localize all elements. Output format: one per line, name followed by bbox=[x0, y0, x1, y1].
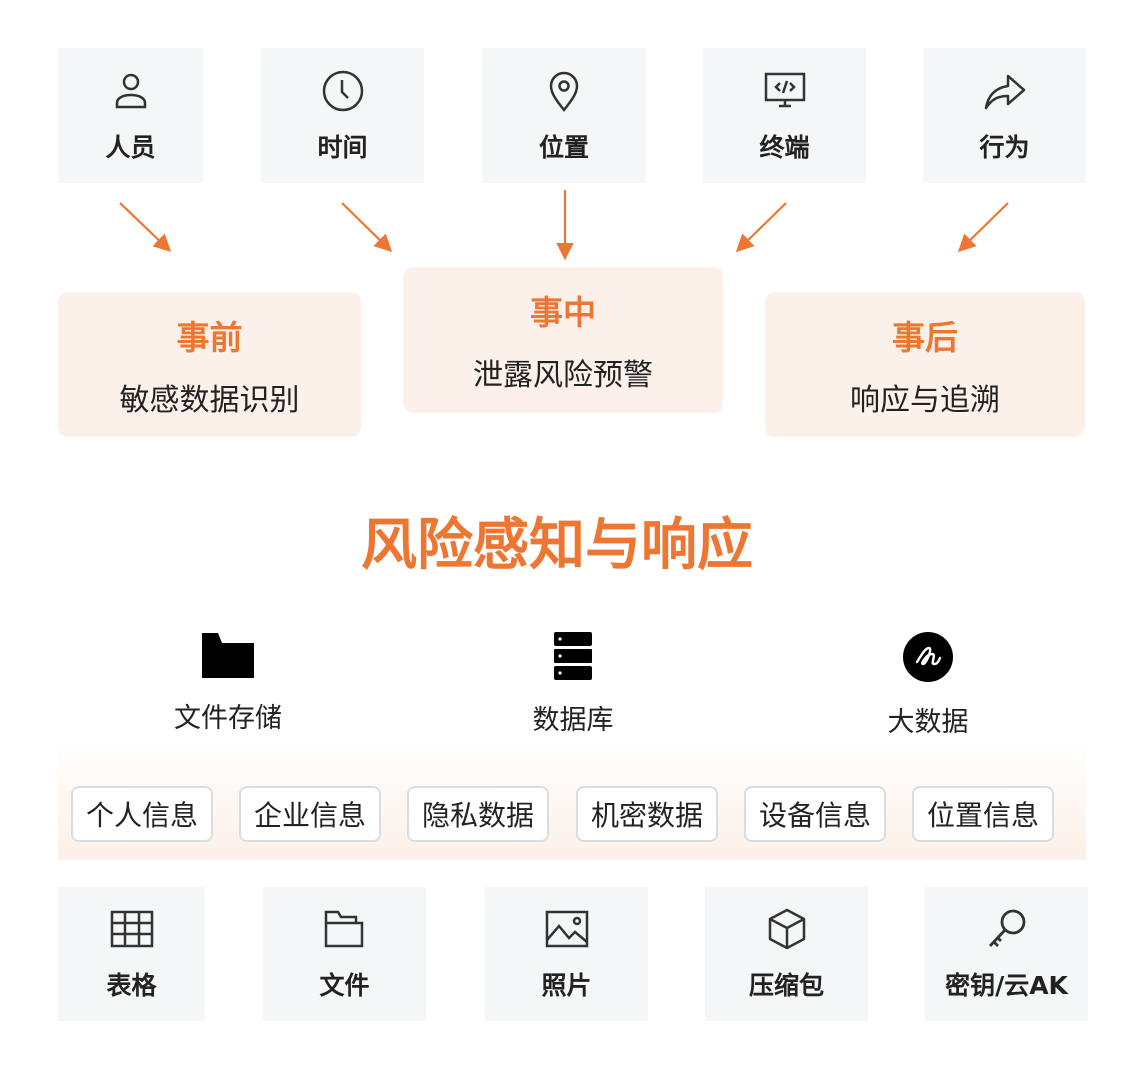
package-icon bbox=[768, 908, 805, 950]
phase-subtitle: 响应与追溯 bbox=[850, 382, 1000, 418]
source-person: 人员 bbox=[58, 48, 203, 183]
source-label: 时间 bbox=[317, 132, 368, 162]
big-data-icon bbox=[903, 632, 953, 682]
format-label: 表格 bbox=[106, 971, 157, 1000]
storage-database: 数据库 bbox=[473, 632, 673, 737]
format-table: 表格 bbox=[58, 887, 205, 1021]
storage-label: 大数据 bbox=[887, 707, 969, 738]
arrow bbox=[119, 202, 172, 253]
phase-title: 事后 bbox=[892, 317, 958, 357]
phase-title: 事中 bbox=[530, 293, 596, 332]
arrow bbox=[735, 202, 787, 253]
storage-label: 数据库 bbox=[532, 705, 614, 736]
arrow bbox=[341, 202, 393, 253]
tag: 隐私数据 bbox=[407, 786, 549, 842]
phase-title: 事前 bbox=[176, 317, 243, 357]
source-time: 时间 bbox=[261, 48, 424, 183]
source-label: 行为 bbox=[979, 132, 1030, 162]
location-pin-icon bbox=[549, 71, 579, 112]
storage-file: 文件存储 bbox=[128, 632, 328, 735]
source-label: 终端 bbox=[759, 132, 810, 162]
database-icon bbox=[554, 632, 592, 680]
share-arrow-icon bbox=[984, 74, 1025, 109]
source-terminal: 终端 bbox=[703, 48, 866, 183]
phase-during: 事中 泄露风险预警 bbox=[403, 267, 723, 413]
clock-icon bbox=[322, 70, 363, 111]
table-icon bbox=[110, 910, 153, 948]
source-label: 人员 bbox=[105, 132, 156, 162]
storage-bigdata: 大数据 bbox=[828, 632, 1028, 739]
folder-icon bbox=[202, 633, 254, 678]
phase-subtitle: 泄露风险预警 bbox=[473, 358, 653, 393]
storage-label: 文件存储 bbox=[174, 703, 282, 734]
main-title: 风险感知与响应 bbox=[361, 513, 753, 578]
format-label: 照片 bbox=[541, 971, 592, 1000]
folder-open-icon bbox=[324, 910, 363, 948]
image-icon bbox=[545, 910, 588, 948]
source-label: 位置 bbox=[538, 132, 589, 162]
format-key: 密钥/云AK bbox=[925, 887, 1088, 1021]
format-package: 压缩包 bbox=[705, 887, 868, 1021]
phase-before: 事前 敏感数据识别 bbox=[58, 292, 361, 437]
tag: 机密数据 bbox=[576, 786, 718, 842]
tag: 企业信息 bbox=[239, 786, 381, 842]
format-label: 文件 bbox=[319, 971, 370, 1000]
phase-after: 事后 响应与追溯 bbox=[765, 292, 1085, 437]
source-location: 位置 bbox=[482, 48, 646, 183]
tag: 位置信息 bbox=[912, 786, 1054, 842]
format-label: 压缩包 bbox=[748, 971, 824, 1000]
source-behavior: 行为 bbox=[923, 48, 1086, 183]
tag: 个人信息 bbox=[71, 786, 213, 842]
format-file: 文件 bbox=[263, 887, 426, 1021]
person-icon bbox=[115, 73, 146, 108]
terminal-monitor-icon bbox=[764, 72, 805, 107]
phase-subtitle: 敏感数据识别 bbox=[119, 382, 300, 418]
key-icon bbox=[988, 909, 1025, 947]
flow-arrows bbox=[119, 190, 1009, 261]
format-label: 密钥/云AK bbox=[945, 971, 1068, 1000]
arrow bbox=[957, 202, 1009, 253]
format-photo: 照片 bbox=[485, 887, 648, 1021]
tag: 设备信息 bbox=[744, 786, 886, 842]
